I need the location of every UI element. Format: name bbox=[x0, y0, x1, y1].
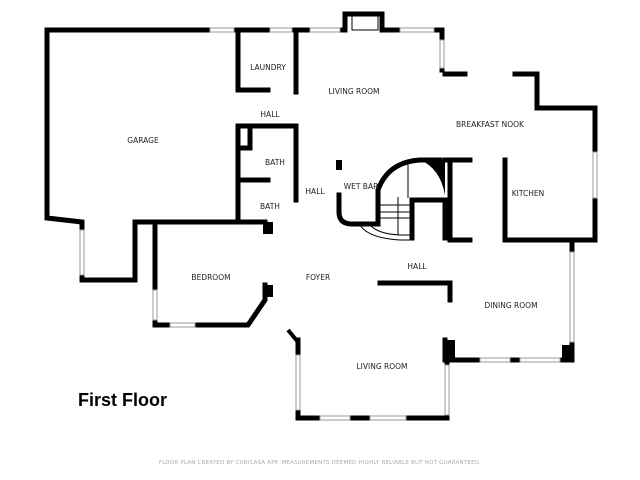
room-label-bath: BATH bbox=[265, 158, 285, 167]
room-label-breakfast-nook: BREAKFAST NOOK bbox=[456, 120, 525, 129]
room-label-kitchen: KITCHEN bbox=[512, 189, 545, 198]
windows bbox=[79, 15, 598, 421]
room-labels: GARAGE LAUNDRY HALL LIVING ROOM BATH BAT… bbox=[127, 63, 544, 371]
room-label-dining-room: DINING ROOM bbox=[484, 301, 537, 310]
floor-title: First Floor bbox=[78, 390, 167, 410]
room-label-foyer: FOYER bbox=[306, 273, 330, 282]
room-label-hall: HALL bbox=[260, 110, 280, 119]
room-label-hall: HALL bbox=[305, 187, 325, 196]
room-label-living-room: LIVING ROOM bbox=[356, 362, 407, 371]
room-label-bath: BATH bbox=[260, 202, 280, 211]
room-label-garage: GARAGE bbox=[127, 136, 159, 145]
room-label-bedroom: BEDROOM bbox=[191, 273, 230, 282]
room-label-living-room: LIVING ROOM bbox=[328, 87, 379, 96]
room-label-wet-bar: WET BAR bbox=[344, 182, 379, 191]
footer-disclaimer: FLOOR PLAN CREATED BY CUBICASA APP. MEAS… bbox=[158, 460, 482, 466]
room-label-hall: HALL bbox=[407, 262, 427, 271]
room-label-laundry: LAUNDRY bbox=[250, 63, 286, 72]
walls bbox=[44, 11, 598, 421]
